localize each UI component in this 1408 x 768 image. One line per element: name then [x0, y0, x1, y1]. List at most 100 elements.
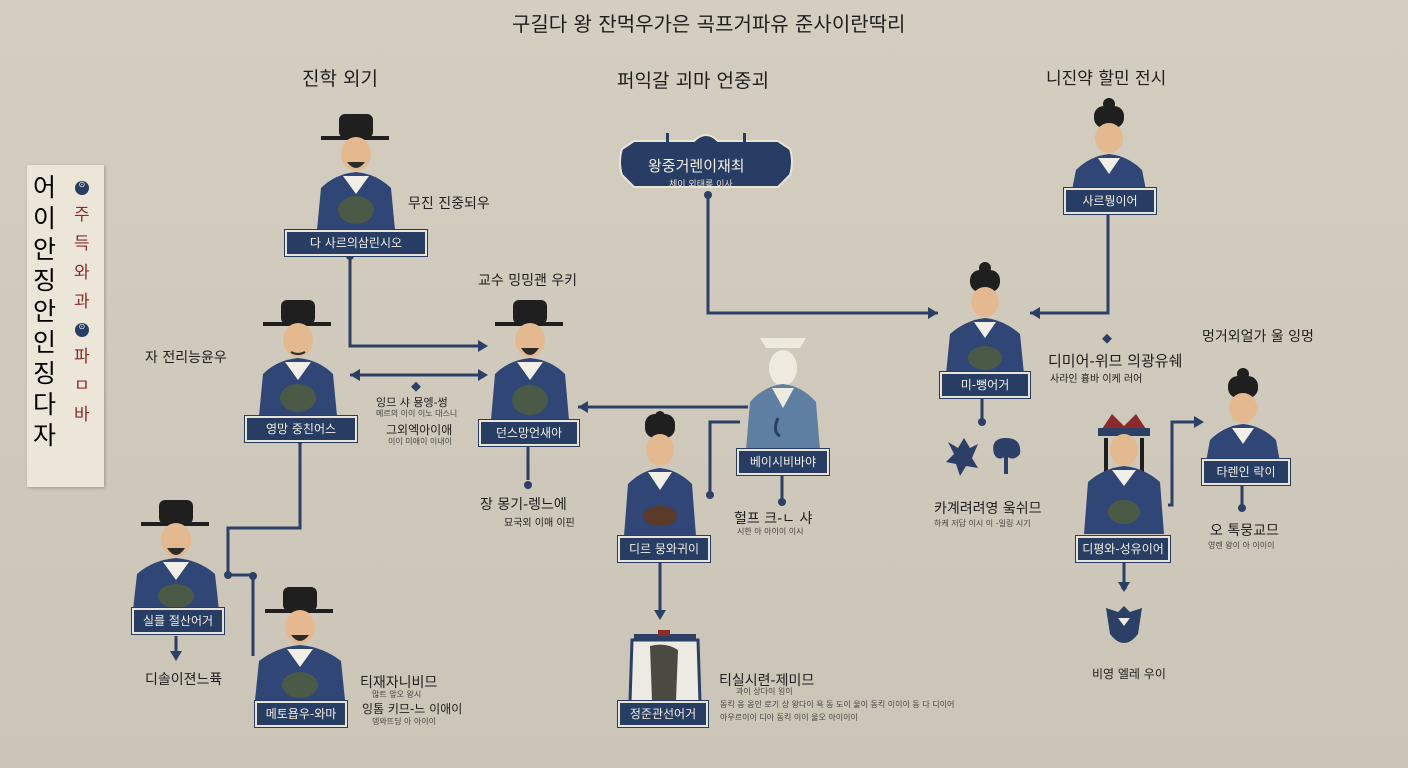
- node-official-2: [255, 298, 345, 420]
- plaque-subtitle: 체이 외태롱 이사: [669, 180, 733, 190]
- node-official-4: [131, 498, 221, 614]
- official-figure-icon: [1072, 98, 1146, 190]
- scroll-side-char: 바: [74, 405, 90, 425]
- node-5-caption-sub: 잉톰 키므-느 이애이: [362, 702, 463, 716]
- link-n12-n13: [1168, 420, 1200, 507]
- arrow-n3-in1: [478, 340, 488, 352]
- top-plaque: 왕중거렌이재최 체이 외태롱 이사: [614, 131, 798, 193]
- dot-n7: [778, 498, 786, 506]
- arrow-n10-in: [928, 307, 938, 319]
- node-13-caption: 멍거외얼가 울 잉멍: [1202, 329, 1314, 345]
- scroll-char: 이: [33, 204, 57, 233]
- scroll-side-char: 과: [74, 292, 90, 312]
- node-official-10: [944, 262, 1026, 378]
- scroll-side-char: 파: [74, 347, 90, 367]
- official-figure-icon: [255, 587, 345, 700]
- node-3-below: 장 몽기-렝느에: [480, 497, 567, 513]
- official-figure-icon: [259, 300, 337, 416]
- link-n4-n5: [228, 573, 255, 656]
- plaque-shape: [619, 133, 793, 188]
- node-6-caption: 헐프 크-ㄴ 샤: [734, 511, 813, 527]
- node-1-plate: 다 사르의삼린시오: [285, 230, 427, 256]
- node-official-9: [1070, 98, 1150, 194]
- node-8-caption: 티실시련-제미므: [719, 673, 815, 689]
- scroll-main-column: 어 이 안 징 안 인 징 다 자: [33, 175, 56, 448]
- mid-note-line2: 그외엑아이애: [386, 423, 453, 437]
- scroll-char: 다: [33, 390, 57, 419]
- node-5-caption: 티재자니비므: [360, 675, 438, 691]
- node-3-plate: 던스망언새아: [479, 420, 579, 446]
- node-12-below: 비영 엘레 우이: [1092, 667, 1166, 681]
- arrow-n3-in2: [478, 369, 488, 381]
- scroll-side-char: 와: [74, 263, 90, 283]
- arrow-n3-out: [578, 401, 588, 413]
- diagram-title: 구길다 왕 잔먹우가은 곡프거파유 준사이란딱리: [512, 12, 906, 36]
- plaque-title: 왕중거렌이재최: [648, 157, 745, 175]
- node-5-caption-small2: 뎅와뜨딩 아 아이이: [372, 717, 436, 726]
- scroll-char: 징: [33, 359, 57, 388]
- node-11-caption: 카계려려영 웈쉬므: [934, 501, 1042, 517]
- node-10-caption-small: 사라인 흉바 이케 러어: [1050, 374, 1143, 385]
- veiled-figure-icon: [628, 630, 702, 704]
- node-10-caption: 디미어-위므 의광유쉐: [1048, 352, 1183, 370]
- header-left: 진학 외기: [302, 68, 378, 90]
- node-official-6: [622, 410, 700, 540]
- node-veiled-8: [628, 630, 702, 706]
- scroll-char: 징: [33, 266, 57, 295]
- arrow-n13-in: [1194, 416, 1204, 428]
- link-plaque-n10: [706, 193, 938, 315]
- node-6-caption-small: 시한 아 아이이 이시: [737, 527, 804, 536]
- official-figure-icon: [1206, 368, 1280, 462]
- node-9-plate: 사르뭥이어: [1064, 188, 1156, 214]
- official-figure-icon: [491, 300, 569, 420]
- node-13-plate: 타렌인 락이: [1202, 459, 1290, 485]
- dot-n5: [249, 572, 257, 580]
- official-figure-icon: [624, 411, 696, 536]
- node-11-caption-small: 하케 저답 이시 이 -일링 시기: [934, 519, 1031, 528]
- scroll-seal: ⊙: [74, 181, 89, 195]
- official-figure-icon: [317, 114, 395, 230]
- scroll-side-column: ⊙ 주 득 와 과 ⊙ 파 ㅁ 바: [74, 181, 90, 424]
- mid-note-line1-small: 메르의 이이 이노 대스니: [376, 409, 458, 418]
- node-7-plate: 베이시비바야: [737, 449, 829, 475]
- dot-plaque: [704, 191, 712, 199]
- link-n2-n4: [226, 440, 302, 575]
- ghost-robe-icon: [746, 338, 820, 450]
- arrow-n10-in2: [1030, 307, 1040, 319]
- arrow-n2-in: [350, 369, 360, 381]
- node-13-below-small: 영렌 왕이 아 이이이: [1208, 541, 1275, 550]
- diamond-mid: [411, 381, 421, 392]
- node-official-3: [487, 298, 577, 424]
- node-2-caption: 자 전리능윤우: [145, 350, 227, 366]
- node-symbols-11: [944, 434, 1028, 482]
- node-12-plate: 디평와-성유이어: [1076, 536, 1170, 562]
- node-12-emblem: [1104, 604, 1144, 656]
- official-figure-icon: [946, 262, 1024, 374]
- lady-figure-icon: [1084, 414, 1164, 534]
- header-center: 퍼익갈 괴마 언중괴: [617, 70, 769, 92]
- dot-n6: [706, 491, 714, 499]
- mid-note-line1: 잉므 샤 묭엥-썽: [376, 396, 448, 409]
- emblem-icon: [1106, 606, 1142, 643]
- node-8-caption-small3: 아우르이이 디아 동킥 이이 울오 아이이이: [720, 713, 858, 722]
- dot-n4: [224, 571, 232, 579]
- node-4-plate: 실를 절산어거: [132, 608, 224, 634]
- dot-n10: [978, 418, 986, 426]
- scroll-side-char: 득: [74, 234, 90, 254]
- header-right: 니진약 할민 전시: [1046, 69, 1167, 89]
- node-5-plate: 메토욥우-와마: [255, 701, 347, 727]
- node-13-below: 오 톡뭉교므: [1210, 523, 1279, 539]
- dot-n12: [1121, 584, 1127, 590]
- node-robe-7: [742, 332, 824, 454]
- node-10-plate: 미-뻥어거: [940, 372, 1030, 398]
- node-5-caption-small1: 많트 앞오 왕시: [372, 690, 422, 699]
- dot-n13: [1238, 504, 1246, 512]
- node-official-1: [313, 112, 403, 234]
- mid-note-line2-small: 이이 미애이 이내이: [388, 437, 452, 446]
- node-3-below-small: 묘국외 이매 이핀: [504, 518, 575, 529]
- vertical-scroll-panel: 어 이 안 징 안 인 징 다 자 ⊙ 주 득 와 과 ⊙ 파 ㅁ 바: [27, 165, 104, 487]
- link-n7-n6: [708, 420, 740, 495]
- scroll-seal: ⊙: [74, 323, 89, 337]
- node-6-plate: 디르 뭉와귀이: [618, 536, 710, 562]
